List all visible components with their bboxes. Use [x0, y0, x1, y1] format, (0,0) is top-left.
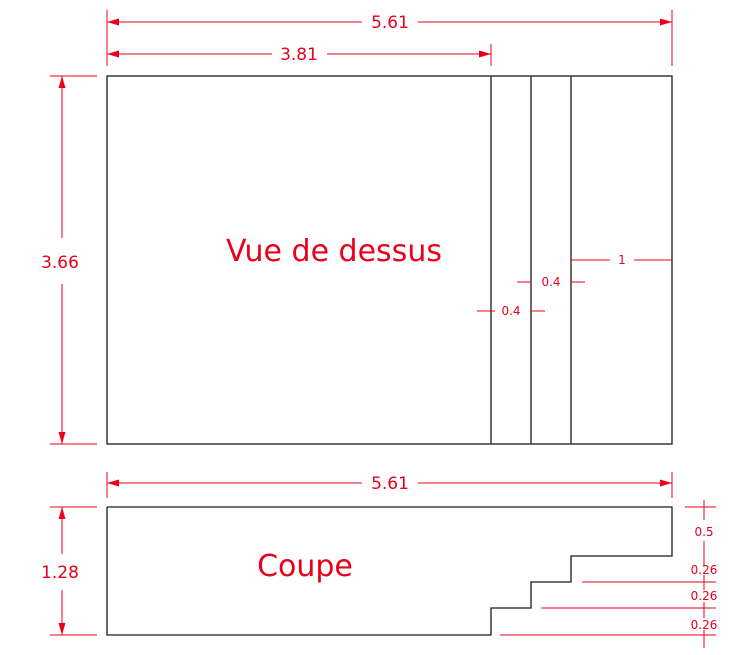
dim-label-step-c: 0.26 [691, 618, 718, 632]
dim-label-depth: 1.28 [41, 563, 79, 583]
dimension-step-1: 0.4 [477, 304, 545, 318]
dimension-width: 3.66 [41, 76, 79, 444]
dim-label-main-length: 3.81 [280, 45, 318, 65]
dimension-total-length: 5.61 [107, 13, 672, 33]
dimension-step-3: 1 [571, 253, 672, 267]
dim-label-step-3: 1 [618, 253, 626, 267]
dimension-step-2: 0.4 [517, 275, 585, 289]
dim-label-step-1: 0.4 [501, 304, 520, 318]
top-view: 5.61 3.81 3.66 0.4 0. [41, 10, 673, 445]
dimension-step-chain: 0.5 0.26 0.26 0.26 [500, 500, 717, 648]
dim-label-section-length: 5.61 [371, 474, 409, 494]
dimension-main-length: 3.81 [107, 45, 491, 65]
dimension-depth: 1.28 [41, 507, 79, 635]
dim-label-step-b: 0.26 [691, 589, 718, 603]
dimension-section-length: 5.61 [107, 474, 672, 494]
dim-label-step-2: 0.4 [541, 275, 560, 289]
section-view-title: Coupe [257, 549, 353, 584]
section-profile [106, 506, 673, 636]
top-view-title: Vue de dessus [226, 234, 442, 269]
section-view: 5.61 1.28 0.5 0.26 0.26 0.26 Coupe [41, 472, 717, 648]
dim-label-step-a: 0.26 [691, 563, 718, 577]
dim-label-total-length: 5.61 [371, 13, 409, 33]
dim-label-top-step: 0.5 [694, 525, 713, 539]
dim-label-width: 3.66 [41, 253, 79, 273]
